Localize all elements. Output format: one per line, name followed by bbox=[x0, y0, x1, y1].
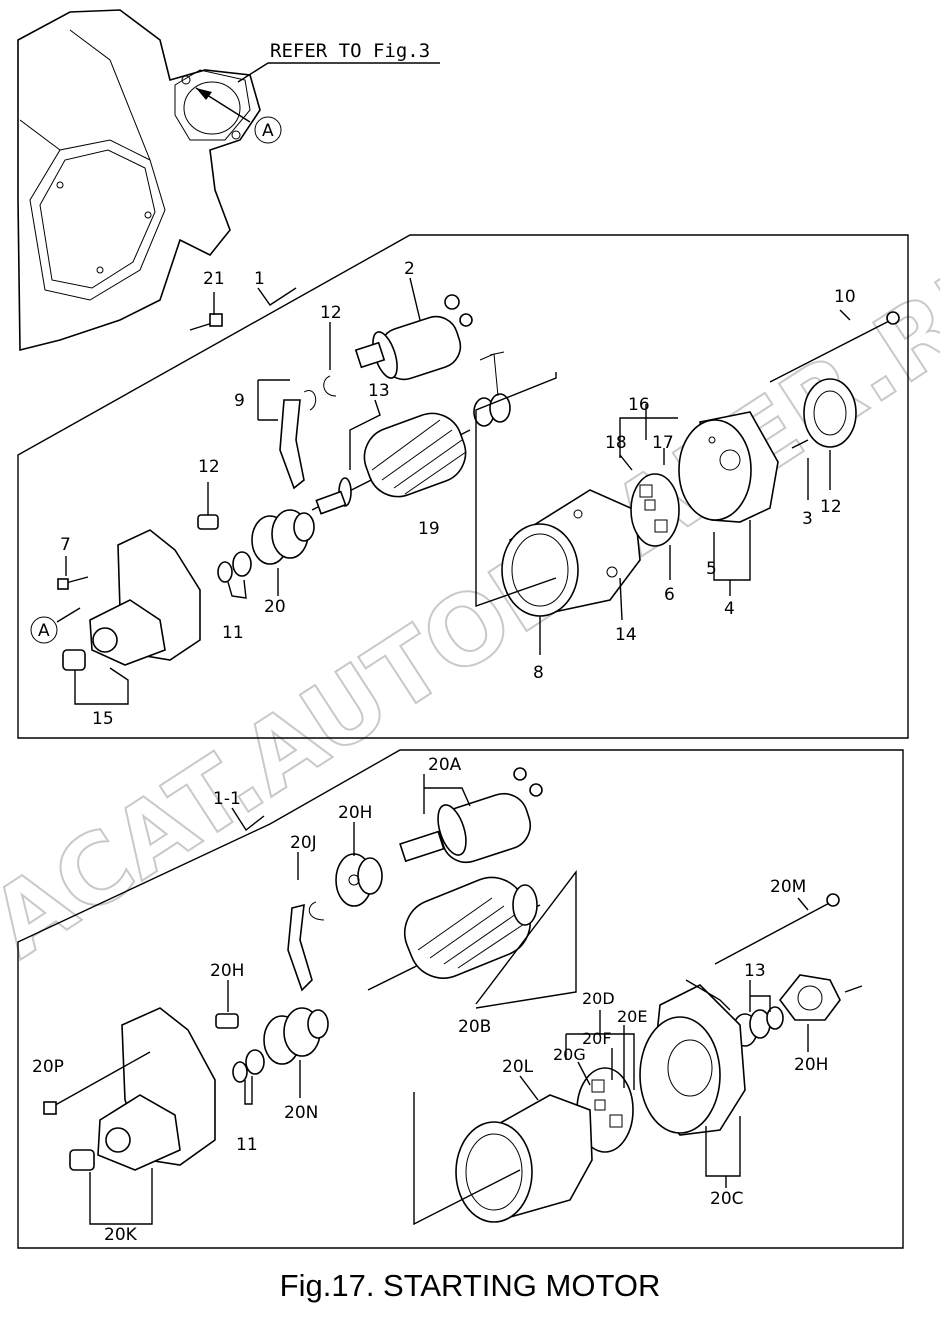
label-20d: 20D bbox=[582, 989, 615, 1008]
label-19: 19 bbox=[418, 519, 440, 539]
part-20a-solenoid bbox=[399, 767, 543, 864]
callout-a-top: A bbox=[254, 116, 282, 144]
label-6: 6 bbox=[664, 585, 675, 605]
label-20f: 20F bbox=[582, 1029, 612, 1048]
part-6-brush-holder bbox=[630, 473, 680, 547]
label-20n: 20N bbox=[284, 1103, 318, 1123]
part-15-drive-housing bbox=[62, 529, 201, 671]
part-2-solenoid bbox=[354, 294, 473, 381]
label-3: 3 bbox=[802, 509, 813, 529]
label-17: 17 bbox=[652, 433, 674, 453]
svg-text:A: A bbox=[38, 621, 50, 641]
label-20j: 20J bbox=[290, 833, 317, 853]
part-4-rear-cover bbox=[678, 411, 779, 523]
part-9-lever bbox=[279, 390, 317, 490]
label-10: 10 bbox=[834, 287, 856, 307]
label-2: 2 bbox=[404, 259, 415, 279]
part-20j-lever bbox=[287, 901, 325, 992]
label-20k: 20K bbox=[104, 1225, 138, 1245]
label-20h-a: 20H bbox=[338, 803, 372, 823]
lower-assembly-frame bbox=[17, 749, 904, 1249]
label-20a: 20A bbox=[428, 755, 462, 775]
label-8: 8 bbox=[533, 663, 544, 683]
label-4: 4 bbox=[724, 599, 735, 619]
label-1: 1 bbox=[254, 269, 265, 289]
part-12-washer bbox=[803, 378, 857, 448]
label-14: 14 bbox=[615, 625, 637, 645]
part-8-yoke bbox=[501, 489, 641, 617]
part-20c-rear-cover bbox=[639, 984, 746, 1136]
part-20h-washer bbox=[335, 853, 383, 907]
label-12-a: 12 bbox=[320, 303, 342, 323]
label-21: 21 bbox=[203, 269, 225, 289]
label-20l: 20L bbox=[502, 1057, 534, 1077]
part-13-washers bbox=[732, 1006, 784, 1047]
label-12-b: 12 bbox=[198, 457, 220, 477]
part-3-screw bbox=[791, 439, 809, 449]
part-bushing-pair bbox=[473, 351, 511, 427]
label-7: 7 bbox=[60, 535, 71, 555]
label-5: 5 bbox=[706, 559, 717, 579]
label-20g: 20G bbox=[553, 1045, 586, 1064]
label-20m: 20M bbox=[770, 877, 806, 897]
figure-caption: Fig.17. STARTING MOTOR bbox=[279, 1268, 661, 1303]
label-9: 9 bbox=[234, 391, 245, 411]
label-15: 15 bbox=[92, 709, 114, 729]
part-12-brush bbox=[197, 514, 219, 530]
upper-leader-lines bbox=[65, 277, 851, 705]
label-16: 16 bbox=[628, 395, 650, 415]
part-7-bolt bbox=[57, 576, 89, 590]
label-11-lower: 11 bbox=[236, 1135, 258, 1155]
label-1-1: 1-1 bbox=[213, 789, 241, 809]
part-19-armature bbox=[311, 412, 471, 515]
part-20p-bolt bbox=[43, 1051, 151, 1115]
part-20-pinion-clutch bbox=[251, 509, 315, 565]
label-20b: 20B bbox=[458, 1017, 491, 1037]
label-20h-c: 20H bbox=[794, 1055, 828, 1075]
svg-text:A: A bbox=[262, 121, 274, 141]
label-20c: 20C bbox=[710, 1189, 744, 1209]
part-20k-drive-housing bbox=[69, 1007, 216, 1171]
part-20m-through-bolt bbox=[714, 893, 840, 965]
part-screw-lower bbox=[844, 985, 863, 993]
upper-assembly-frame bbox=[17, 234, 909, 739]
part-20h-plate bbox=[778, 974, 841, 1021]
part-20b-armature bbox=[367, 876, 541, 991]
label-20: 20 bbox=[264, 597, 286, 617]
label-20p: 20P bbox=[32, 1057, 64, 1077]
lower-leader-lines bbox=[89, 774, 809, 1226]
lower-labels: 1-1 20A 20H 20J 20H 20B 20M 13 20D 20F 2… bbox=[32, 755, 828, 1245]
callout-a-mid: A bbox=[30, 607, 81, 644]
label-18: 18 bbox=[605, 433, 627, 453]
flywheel-housing bbox=[17, 9, 261, 352]
svg-text:REFER TO Fig.3: REFER TO Fig.3 bbox=[270, 40, 430, 62]
label-20h-b: 20H bbox=[210, 961, 244, 981]
label-12-c: 12 bbox=[820, 497, 842, 517]
upper-labels: 1 2 21 12 13 9 12 19 7 20 11 15 8 14 16 … bbox=[60, 259, 856, 729]
part-11-ring-lower bbox=[232, 1049, 265, 1083]
part-21-bolt bbox=[189, 313, 223, 331]
label-11: 11 bbox=[222, 623, 244, 643]
part-20l-yoke bbox=[455, 1094, 593, 1223]
part-20n-pinion bbox=[263, 1007, 329, 1065]
part-11-ring bbox=[217, 551, 252, 583]
label-20e: 20E bbox=[617, 1007, 647, 1026]
part-20h-brush bbox=[215, 1013, 239, 1029]
part-10-through-bolt bbox=[769, 311, 900, 383]
label-13-lower: 13 bbox=[744, 961, 766, 981]
part-12-clip-top bbox=[323, 375, 337, 397]
label-13: 13 bbox=[368, 381, 390, 401]
refer-note: REFER TO Fig.3 bbox=[237, 40, 440, 83]
